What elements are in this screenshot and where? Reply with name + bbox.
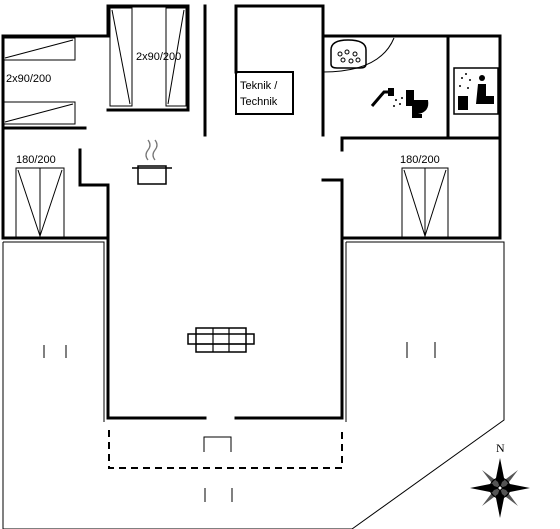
bed-top-center <box>109 7 187 107</box>
bed-size-label-right: 180/200 <box>400 154 440 166</box>
bed-size-label-left-top: 2x90/200 <box>6 73 51 85</box>
cooking-pot-icon <box>132 139 172 185</box>
bed-right <box>401 167 449 239</box>
compass-north-label: N <box>496 441 505 455</box>
sauna-icon <box>453 67 499 115</box>
toilet-icon <box>406 90 429 118</box>
tech-room-label-line2: Technik <box>240 96 278 108</box>
compass-rose-icon <box>470 458 530 518</box>
whirlpool-icon <box>330 39 367 69</box>
bed-left <box>15 167 65 239</box>
bed-size-label-left: 180/200 <box>16 154 56 166</box>
shower-icon <box>370 88 403 107</box>
bed-size-label-top-center: 2x90/200 <box>136 51 181 63</box>
bed-top-left <box>2 37 76 125</box>
door-swing-arc <box>322 37 395 73</box>
terrace-outline <box>2 241 505 529</box>
sofa-icon <box>187 327 255 353</box>
tech-room-label-line1: Teknik / <box>240 80 278 92</box>
porch-dashed <box>108 430 343 469</box>
